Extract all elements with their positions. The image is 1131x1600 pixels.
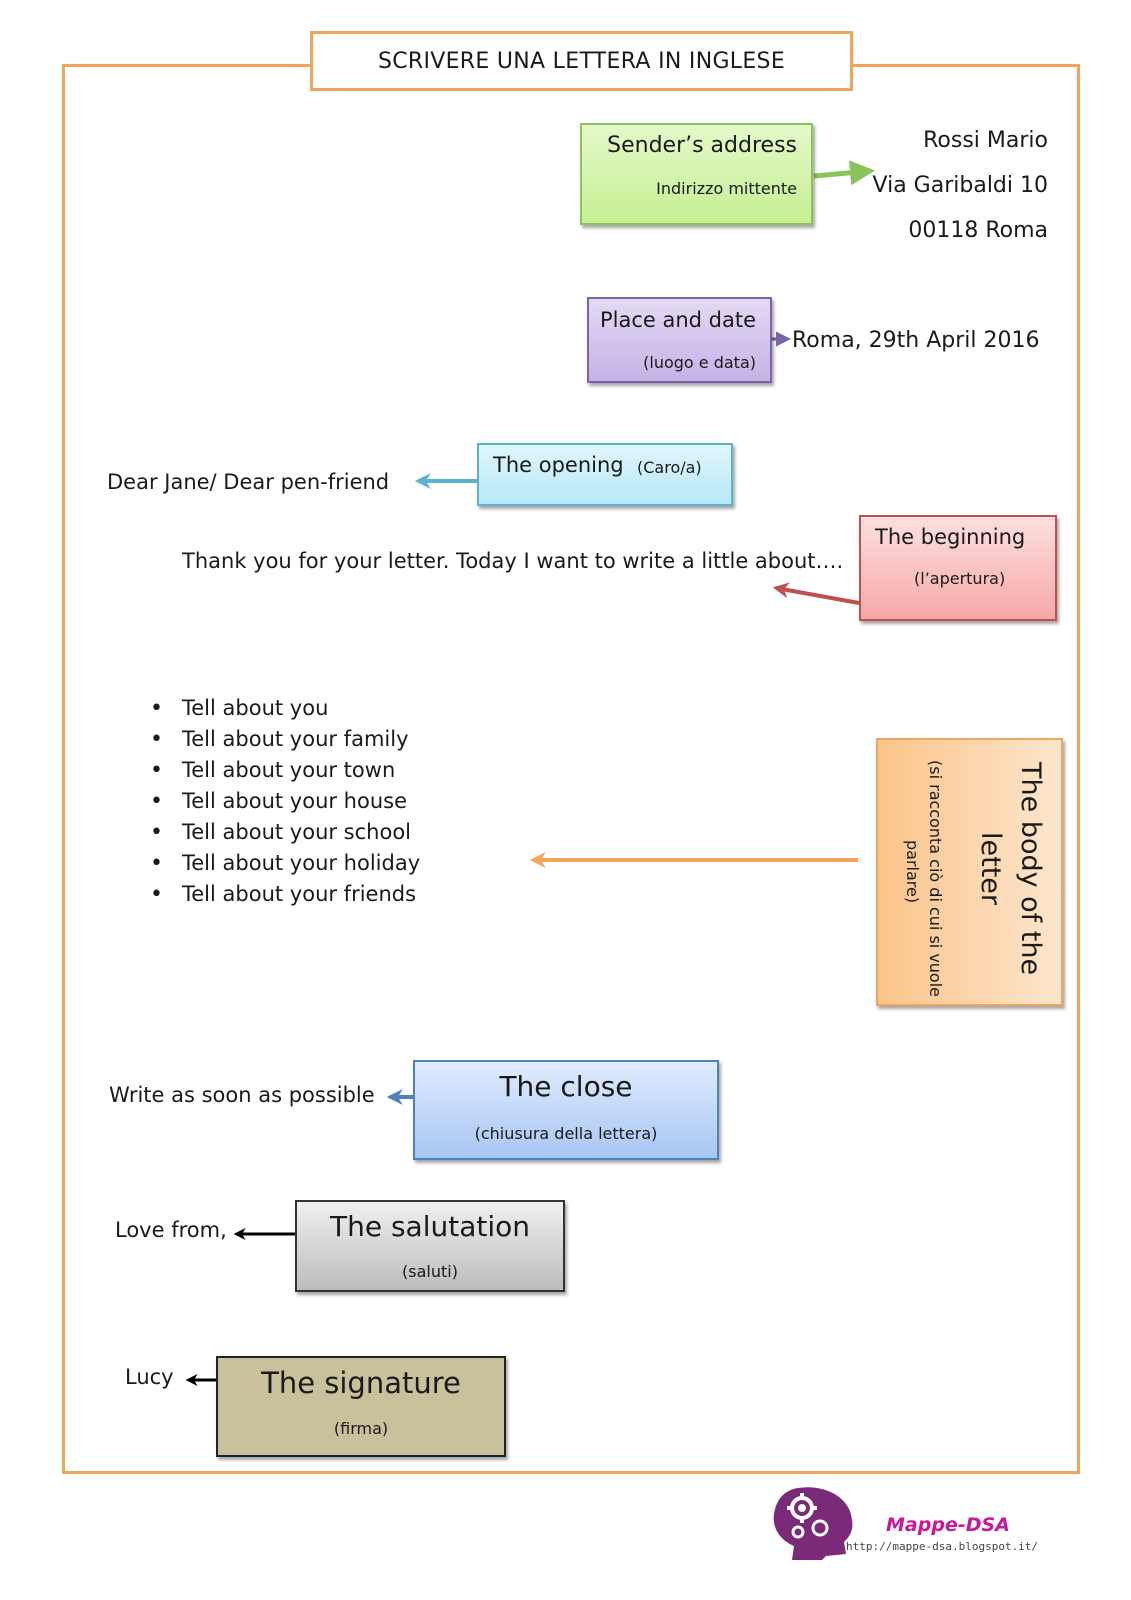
list-item: Tell about you (150, 693, 420, 724)
opening-box: The opening (Caro/a) (477, 443, 733, 506)
sender-address-line-2: Via Garibaldi 10 (872, 173, 1048, 198)
beginning-value: Thank you for your letter. Today I want … (182, 549, 844, 573)
place-date-sublabel: (luogo e data) (643, 353, 756, 372)
salutation-value: Love from, (115, 1218, 227, 1242)
list-item: Tell about your town (150, 755, 420, 786)
opening-sublabel: (Caro/a) (637, 458, 702, 477)
list-item: Tell about your holiday (150, 848, 420, 879)
salutation-box: The salutation (saluti) (295, 1200, 565, 1292)
body-box: The body of the letter (si racconta ciò … (876, 738, 1063, 1006)
close-label: The close (499, 1070, 633, 1103)
salutation-label: The salutation (329, 1210, 531, 1243)
sender-sublabel: Indirizzo mittente (656, 179, 797, 198)
sender-address-line-3: 00118 Roma (908, 218, 1048, 243)
beginning-label: The beginning (875, 525, 1026, 549)
opening-value: Dear Jane/ Dear pen-friend (107, 470, 390, 494)
sender-address-line-1: Rossi Mario (923, 128, 1048, 153)
list-item: Tell about your house (150, 786, 420, 817)
place-date-box: Place and date (luogo e data) (587, 297, 772, 383)
signature-sublabel: (firma) (333, 1419, 389, 1438)
close-value: Write as soon as possible (109, 1083, 375, 1107)
opening-label: The opening (493, 453, 624, 477)
list-item: Tell about your school (150, 817, 420, 848)
body-sublabel-line-1: (si racconta ciò di cui si vuole (926, 760, 945, 998)
sender-address-box: Sender’s address Indirizzo mittente (580, 123, 813, 225)
body-label-line-1: The body of the (1015, 762, 1046, 976)
beginning-box: The beginning (l’apertura) (859, 515, 1057, 621)
place-date-label: Place and date (599, 308, 756, 332)
place-date-value: Roma, 29th April 2016 (792, 328, 1040, 353)
body-sublabel-line-2: parlare) (903, 840, 922, 904)
list-item: Tell about your family (150, 724, 420, 755)
close-sublabel: (chiusura della lettera) (474, 1124, 658, 1143)
salutation-sublabel: (saluti) (402, 1262, 458, 1281)
signature-value: Lucy (125, 1365, 174, 1389)
signature-label: The signature (261, 1366, 461, 1400)
body-label-line-2: letter (975, 832, 1006, 905)
sender-label: Sender’s address (607, 133, 797, 158)
logo-url: http://mappe-dsa.blogspot.it/ (846, 1540, 1039, 1553)
body-topic-list: Tell about you Tell about your family Te… (150, 693, 420, 910)
list-item: Tell about your friends (150, 879, 420, 910)
mappe-dsa-logo: Mappe-DSA http://mappe-dsa.blogspot.it/ (768, 1484, 1098, 1564)
logo-name: Mappe-DSA (886, 1514, 1010, 1536)
beginning-sublabel: (l’apertura) (914, 569, 1006, 588)
head-gears-icon (773, 1487, 853, 1560)
page-title-text: SCRIVERE UNA LETTERA IN INGLESE (377, 48, 786, 74)
close-box: The close (chiusura della lettera) (413, 1060, 719, 1160)
page-title: SCRIVERE UNA LETTERA IN INGLESE (310, 31, 853, 91)
signature-box: The signature (firma) (216, 1356, 506, 1457)
